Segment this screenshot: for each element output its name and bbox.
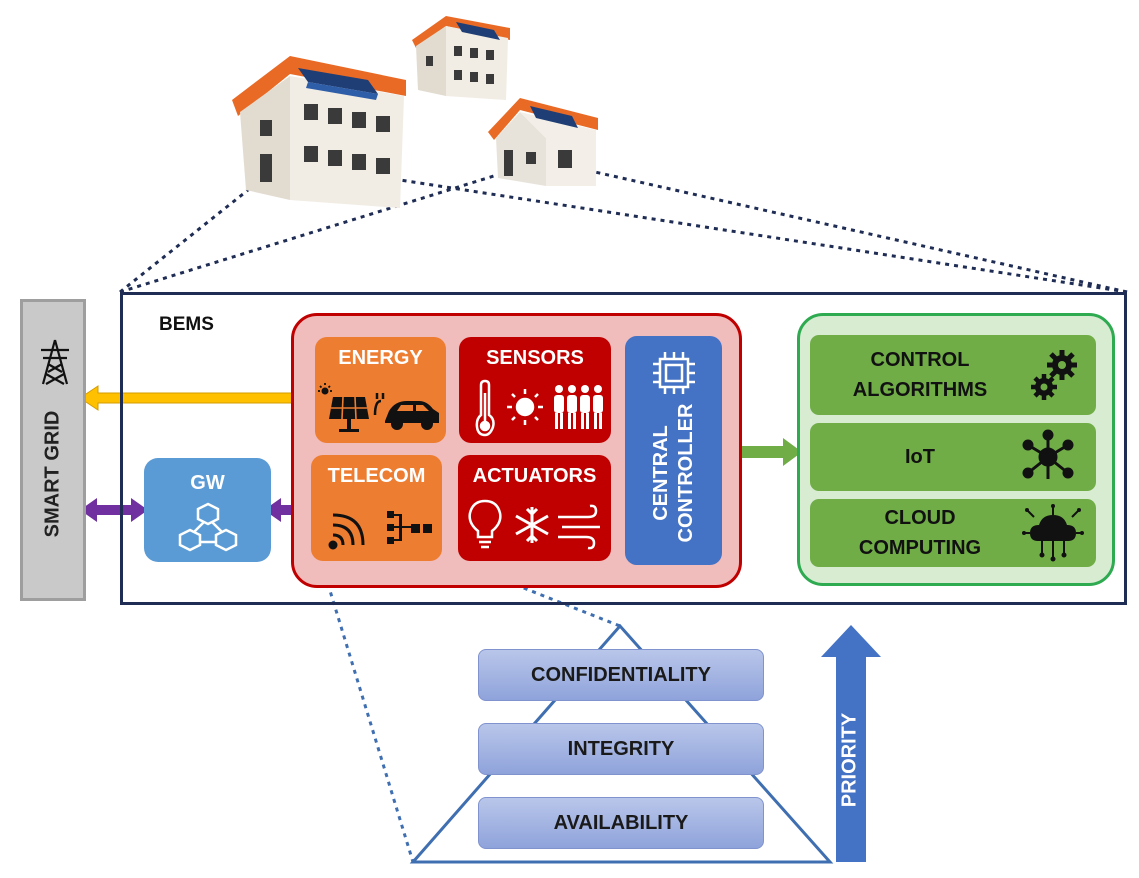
control-algorithms-line2: ALGORITHMS (852, 379, 988, 401)
telecom-icons (328, 511, 432, 550)
people-icon (554, 385, 603, 429)
hub-icon (1022, 429, 1074, 479)
energy-tile: ENERGY (315, 337, 446, 443)
cloud-computing-label: CLOUD COMPUTING (820, 503, 1020, 563)
confidentiality-bar: CONFIDENTIALITY (478, 649, 764, 701)
house-projection-lines (119, 170, 1128, 294)
townhouse-icon (412, 16, 510, 100)
thermometer-icon (475, 379, 495, 437)
gateway-block: GW (144, 458, 271, 562)
cloud-computing-line1: CLOUD (884, 507, 956, 529)
iot-label: IoT (905, 446, 935, 468)
smart-grid-label: SMART GRID (41, 410, 64, 538)
central-controller-label: CENTRAL CONTROLLER (649, 404, 699, 543)
bems-title: BEMS (159, 314, 214, 335)
sensors-tile: SENSORS (459, 337, 611, 443)
energy-label: ENERGY (338, 347, 423, 369)
chip-icon (653, 352, 695, 394)
wind-icon (558, 504, 600, 550)
telecom-label: TELECOM (327, 465, 426, 487)
grid-gateway-arrow (80, 498, 148, 522)
gateway-label: GW (190, 472, 225, 494)
large-house-icon (232, 56, 406, 208)
cloud-computing-tile: CLOUD COMPUTING (810, 499, 1096, 567)
central-controller-block: CENTRAL CONTROLLER (625, 336, 722, 565)
gears-icon (1031, 350, 1077, 400)
energy-icons (318, 383, 439, 432)
cloud-circuit-icon (1022, 504, 1084, 562)
small-house-icon (488, 98, 598, 186)
sun-icon (507, 389, 543, 425)
control-algorithms-line1: CONTROL (870, 349, 970, 371)
car-icon (385, 401, 439, 430)
lightbulb-icon (468, 499, 502, 549)
actuators-tile: ACTUATORS (458, 455, 611, 561)
ev-charger-icon (373, 393, 385, 416)
iot-tile: IoT (810, 423, 1096, 491)
solar-panel-icon (318, 383, 369, 432)
snowflake-icon (515, 507, 549, 543)
smart-grid-panel: SMART GRID (20, 299, 86, 601)
network-nodes-icon (178, 502, 238, 552)
bems-frame (120, 292, 1127, 605)
controller-services-arrow (716, 438, 802, 466)
control-algorithms-label: CONTROL ALGORITHMS (830, 345, 1010, 405)
telecom-tile: TELECOM (311, 455, 442, 561)
cloud-computing-line2: COMPUTING (858, 537, 982, 559)
control-algorithms-tile: CONTROL ALGORITHMS (810, 335, 1096, 415)
integrity-bar: INTEGRITY (478, 723, 764, 775)
actuators-label: ACTUATORS (472, 465, 597, 487)
priority-arrow (821, 625, 881, 862)
central-controller-line2: CONTROLLER (674, 403, 697, 543)
wifi-signal-icon (328, 513, 365, 550)
priority-label: PRIORITY (838, 712, 861, 808)
sensors-label: SENSORS (486, 347, 584, 369)
central-controller-line1: CENTRAL (649, 425, 672, 522)
availability-bar: AVAILABILITY (478, 797, 764, 849)
telecom-projection-lines (318, 553, 621, 863)
actuator-icons (468, 499, 600, 550)
sensor-icons (475, 379, 603, 437)
power-tower-icon (41, 339, 69, 385)
network-hierarchy-icon (387, 511, 432, 544)
